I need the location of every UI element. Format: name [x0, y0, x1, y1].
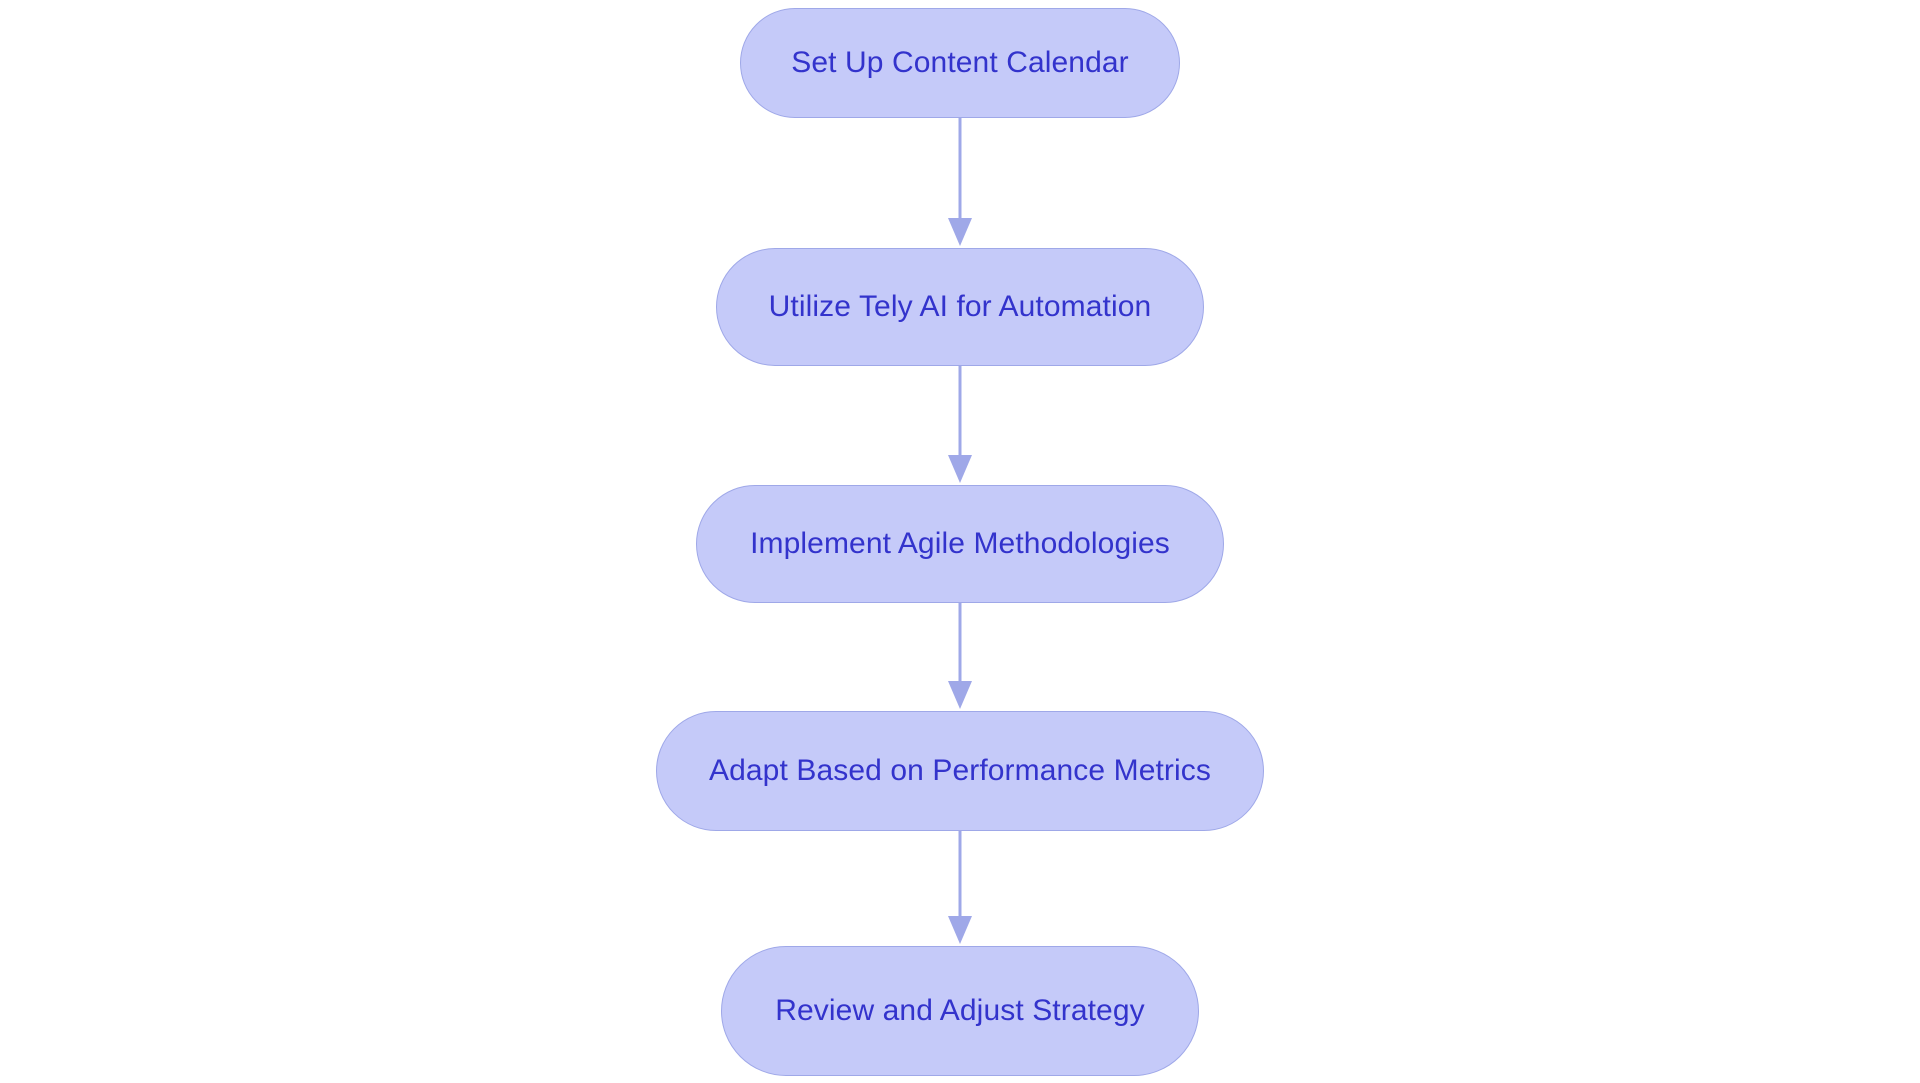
- flowchart-edge-n3-to-n4: [940, 603, 980, 711]
- flowchart-edge-n4-to-n5: [940, 831, 980, 946]
- flowchart-node-review-and-adjust-strategy[interactable]: Review and Adjust Strategy: [721, 946, 1199, 1076]
- flowchart-node-label: Review and Adjust Strategy: [775, 994, 1145, 1027]
- arrowhead-down-icon: [948, 681, 972, 709]
- flowchart-node-implement-agile-methodologies[interactable]: Implement Agile Methodologies: [696, 485, 1224, 603]
- flowchart-node-adapt-based-on-performance-metrics[interactable]: Adapt Based on Performance Metrics: [656, 711, 1264, 831]
- flowchart-node-label: Adapt Based on Performance Metrics: [709, 754, 1211, 787]
- flowchart-node-label: Implement Agile Methodologies: [750, 527, 1170, 560]
- flowchart-node-utilize-tely-ai-for-automation[interactable]: Utilize Tely AI for Automation: [716, 248, 1204, 366]
- flowchart-edge-n1-to-n2: [940, 118, 980, 248]
- arrowhead-down-icon: [948, 916, 972, 944]
- arrowhead-down-icon: [948, 218, 972, 246]
- flowchart-node-label: Utilize Tely AI for Automation: [768, 290, 1152, 323]
- flowchart-node-set-up-content-calendar[interactable]: Set Up Content Calendar: [740, 8, 1180, 118]
- flowchart-node-label: Set Up Content Calendar: [791, 46, 1129, 79]
- arrowhead-down-icon: [948, 455, 972, 483]
- flowchart-edge-n2-to-n3: [940, 366, 980, 485]
